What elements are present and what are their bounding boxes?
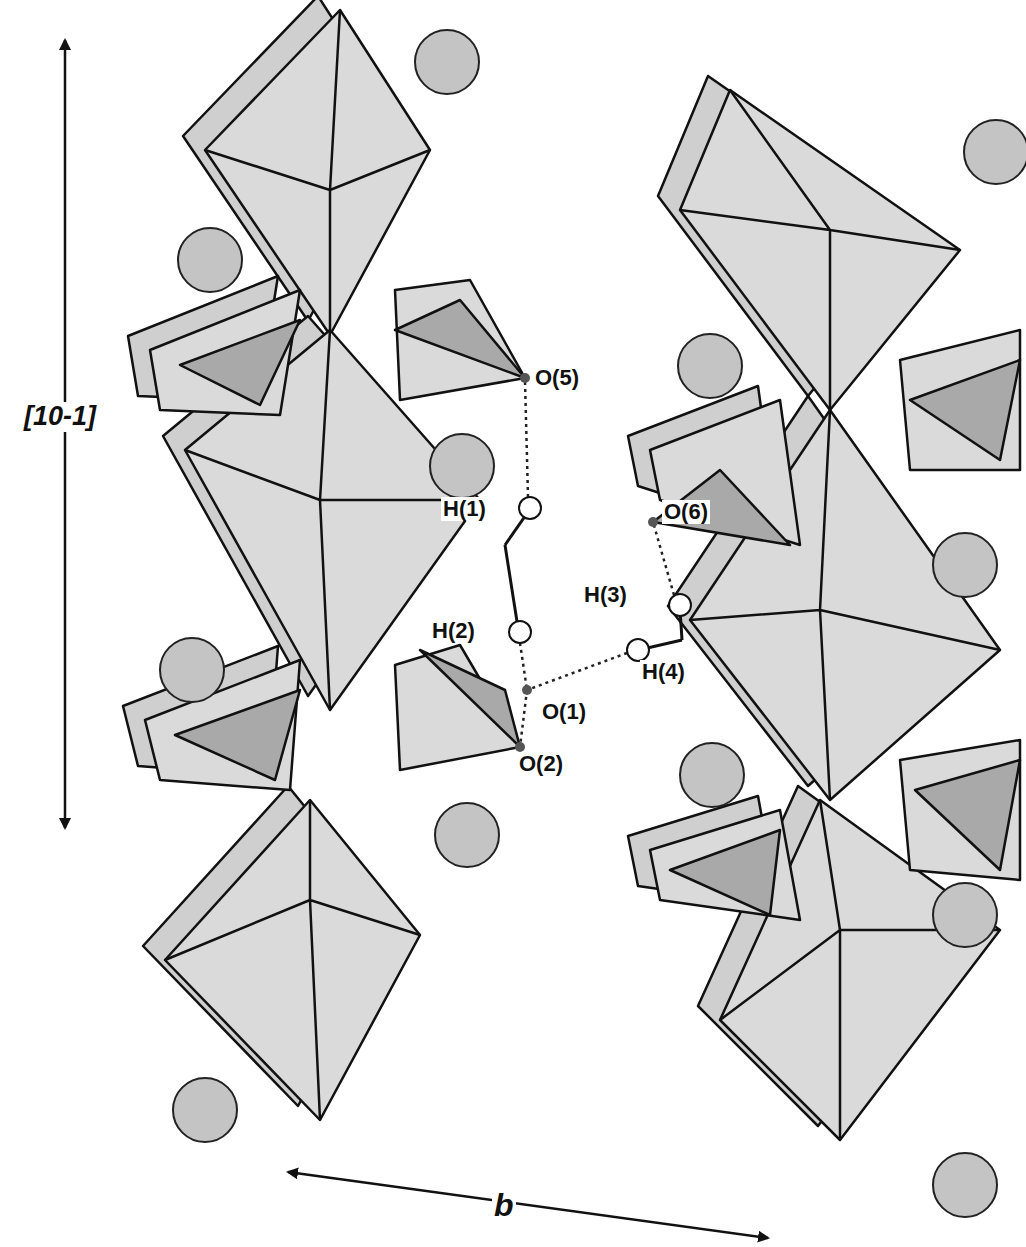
axis-label: b	[492, 1188, 516, 1223]
atom-label: O(5)	[533, 366, 581, 390]
atom-label: O(1)	[540, 700, 588, 724]
atom-label: H(1)	[441, 497, 488, 521]
atom-label: H(3)	[582, 583, 629, 607]
atom-label: O(6)	[662, 500, 710, 524]
atom-label: O(2)	[517, 752, 565, 776]
atom-label: H(2)	[430, 619, 477, 643]
axis-label: [10-1]	[22, 402, 98, 432]
atom-label: H(4)	[640, 660, 687, 684]
